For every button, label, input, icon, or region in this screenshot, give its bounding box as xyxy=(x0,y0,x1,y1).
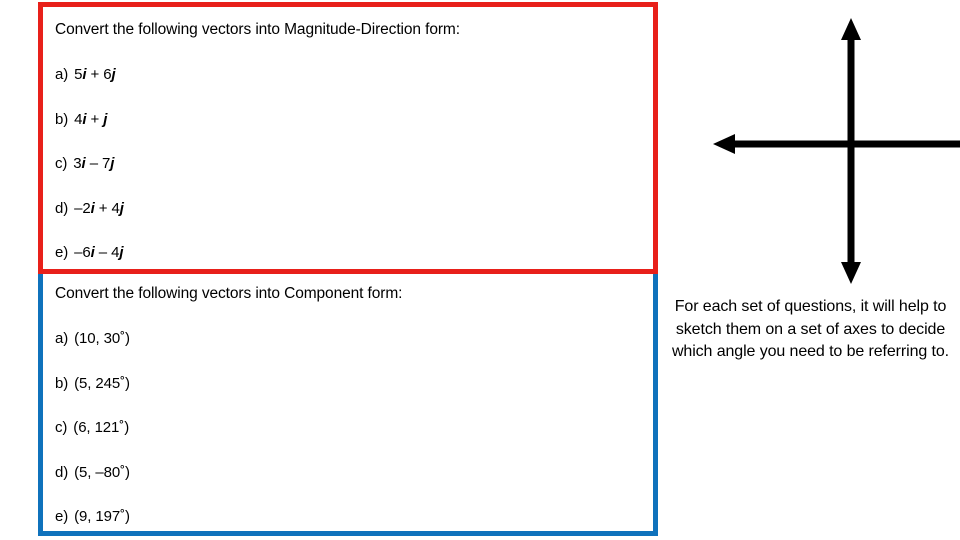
coefficient-i: 3 xyxy=(73,155,82,173)
list-item: a) (10, 30˚) xyxy=(55,302,641,348)
list-item: b) (5, 245˚) xyxy=(55,348,641,393)
list-item: c) 3i – 7j xyxy=(55,128,641,173)
item-label: d) xyxy=(55,199,69,217)
coefficient-j: 7 xyxy=(102,155,111,173)
item-label: c) xyxy=(55,155,68,173)
item-label: a) xyxy=(55,330,69,348)
component-form-title: Convert the following vectors into Compo… xyxy=(55,285,403,302)
operator: – xyxy=(94,244,112,262)
operator: + xyxy=(94,199,112,217)
coefficient-j: 4 xyxy=(111,199,120,217)
list-item: d) (5, –80˚) xyxy=(55,437,641,482)
side-note-text: For each set of questions, it will help … xyxy=(671,298,950,361)
operator: + xyxy=(86,110,104,128)
item-expression: 5i + 6j xyxy=(74,66,116,84)
unit-vector-i: i xyxy=(82,110,87,128)
list-item: c) (6, 121˚) xyxy=(55,392,641,437)
coefficient-j: 4 xyxy=(111,244,120,262)
cartesian-axes-icon xyxy=(708,16,960,288)
item-value: (9, 197˚) xyxy=(74,508,130,526)
component-form-question-box: Convert the following vectors into Compo… xyxy=(38,266,658,536)
item-expression: –6i – 4j xyxy=(74,244,123,261)
item-label: b) xyxy=(55,374,69,392)
item-value: (10, 30˚) xyxy=(74,330,130,348)
list-item: a) 5i + 6j xyxy=(55,38,641,84)
item-label: e) xyxy=(55,244,69,262)
item-value: (5, 245˚) xyxy=(74,374,130,392)
unit-vector-i: i xyxy=(90,199,95,217)
coefficient-i: –6 xyxy=(74,244,91,262)
axes-svg xyxy=(713,18,960,284)
item-expression: –2i + 4j xyxy=(74,200,124,217)
unit-vector-j: j xyxy=(119,199,124,217)
item-label: d) xyxy=(55,463,69,481)
unit-vector-j: j xyxy=(103,110,108,128)
item-expression: 3i – 7j xyxy=(73,155,114,172)
x-axis-left-arrowhead xyxy=(713,134,735,154)
item-label: b) xyxy=(55,110,69,128)
item-label: e) xyxy=(55,508,69,526)
magnitude-direction-question-box: Convert the following vectors into Magni… xyxy=(38,2,658,274)
y-axis-up-arrowhead xyxy=(841,18,861,40)
list-item: e) –6i – 4j xyxy=(55,217,641,262)
item-label: a) xyxy=(55,66,69,84)
coefficient-i: 5 xyxy=(74,66,83,84)
item-expression: 4i + j xyxy=(74,111,107,128)
unit-vector-j: j xyxy=(110,155,115,173)
list-item: b) 4i + j xyxy=(55,84,641,129)
coefficient-j: 6 xyxy=(103,66,112,84)
operator: + xyxy=(86,66,104,84)
unit-vector-i: i xyxy=(82,66,87,84)
component-form-question-list: a) (10, 30˚) b) (5, 245˚) c) (6, 121˚) d) (5… xyxy=(53,302,641,526)
magnitude-direction-title: Convert the following vectors into Magni… xyxy=(55,21,460,38)
magnitude-direction-question-list: a)5i + 6j b)4i + j c)3i – 7j d)–2i + 4j … xyxy=(53,38,641,262)
unit-vector-i: i xyxy=(90,244,95,262)
coefficient-i: 4 xyxy=(74,110,83,128)
list-item: d) –2i + 4j xyxy=(55,173,641,218)
item-label: c) xyxy=(55,419,68,437)
unit-vector-j: j xyxy=(119,244,124,262)
y-axis-down-arrowhead xyxy=(841,262,861,284)
item-value: (5, –80˚) xyxy=(74,463,130,481)
item-value: (6, 121˚) xyxy=(73,419,130,437)
unit-vector-i: i xyxy=(81,155,86,173)
unit-vector-j: j xyxy=(111,66,116,84)
list-item: e) (9, 197˚) xyxy=(55,481,641,526)
operator: – xyxy=(85,155,103,173)
coefficient-i: –2 xyxy=(74,199,91,217)
